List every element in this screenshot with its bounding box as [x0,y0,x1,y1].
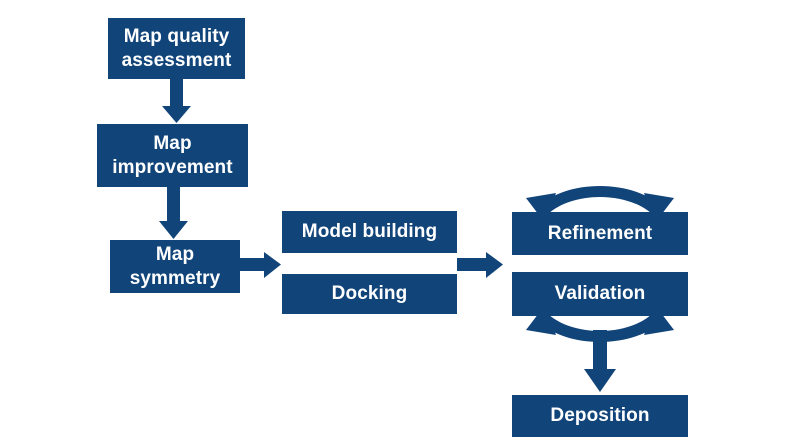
cycle-arrowhead-bottom-right-icon [644,305,674,335]
node-map-symmetry[interactable]: Map symmetry [110,240,240,293]
node-map-symmetry-label: Map symmetry [116,243,234,289]
node-map-improvement[interactable]: Map improvement [97,124,248,187]
node-model-building-label: Model building [301,221,438,243]
arrow-map-quality-to-map-improvement [162,79,191,123]
node-deposition-label: Deposition [550,405,650,427]
arrow-map-symmetry-to-model-group [240,252,281,278]
node-deposition[interactable]: Deposition [512,395,688,437]
node-label-line2: symmetry [129,267,221,289]
node-refinement[interactable]: Refinement [512,212,688,255]
cycle-arc-top-left-icon [539,186,600,214]
node-map-improvement-label: Map improvement [103,132,242,178]
node-label-line1: Map [153,133,192,155]
cycle-arrowhead-bottom-left-icon [526,305,556,335]
arrow-map-improvement-to-map-symmetry [159,187,188,239]
node-map-quality-assessment[interactable]: Map quality assessment [108,18,245,79]
cycle-arc-bottom-left-icon [539,314,600,342]
node-model-building[interactable]: Model building [282,211,457,253]
node-refinement-label: Refinement [547,222,653,244]
node-label-line1: Map [155,244,195,266]
node-docking[interactable]: Docking [282,274,457,314]
cycle-arrowhead-top-left-icon [526,193,556,223]
node-map-quality-assessment-label: Map quality assessment [114,25,239,71]
node-validation[interactable]: Validation [512,272,688,316]
node-docking-label: Docking [331,283,408,305]
cycle-arc-top-right-icon [600,186,661,214]
arrow-model-group-to-cycle [457,252,503,278]
cycle-arrowhead-top-right-icon [644,193,674,223]
node-validation-label: Validation [554,283,646,305]
node-label-line2: assessment [121,49,232,71]
node-label-line2: improvement [112,156,233,178]
arrow-cycle-to-deposition [584,330,616,392]
node-label-line1: Map quality [123,26,230,48]
cycle-arc-bottom-right-icon [600,314,661,342]
